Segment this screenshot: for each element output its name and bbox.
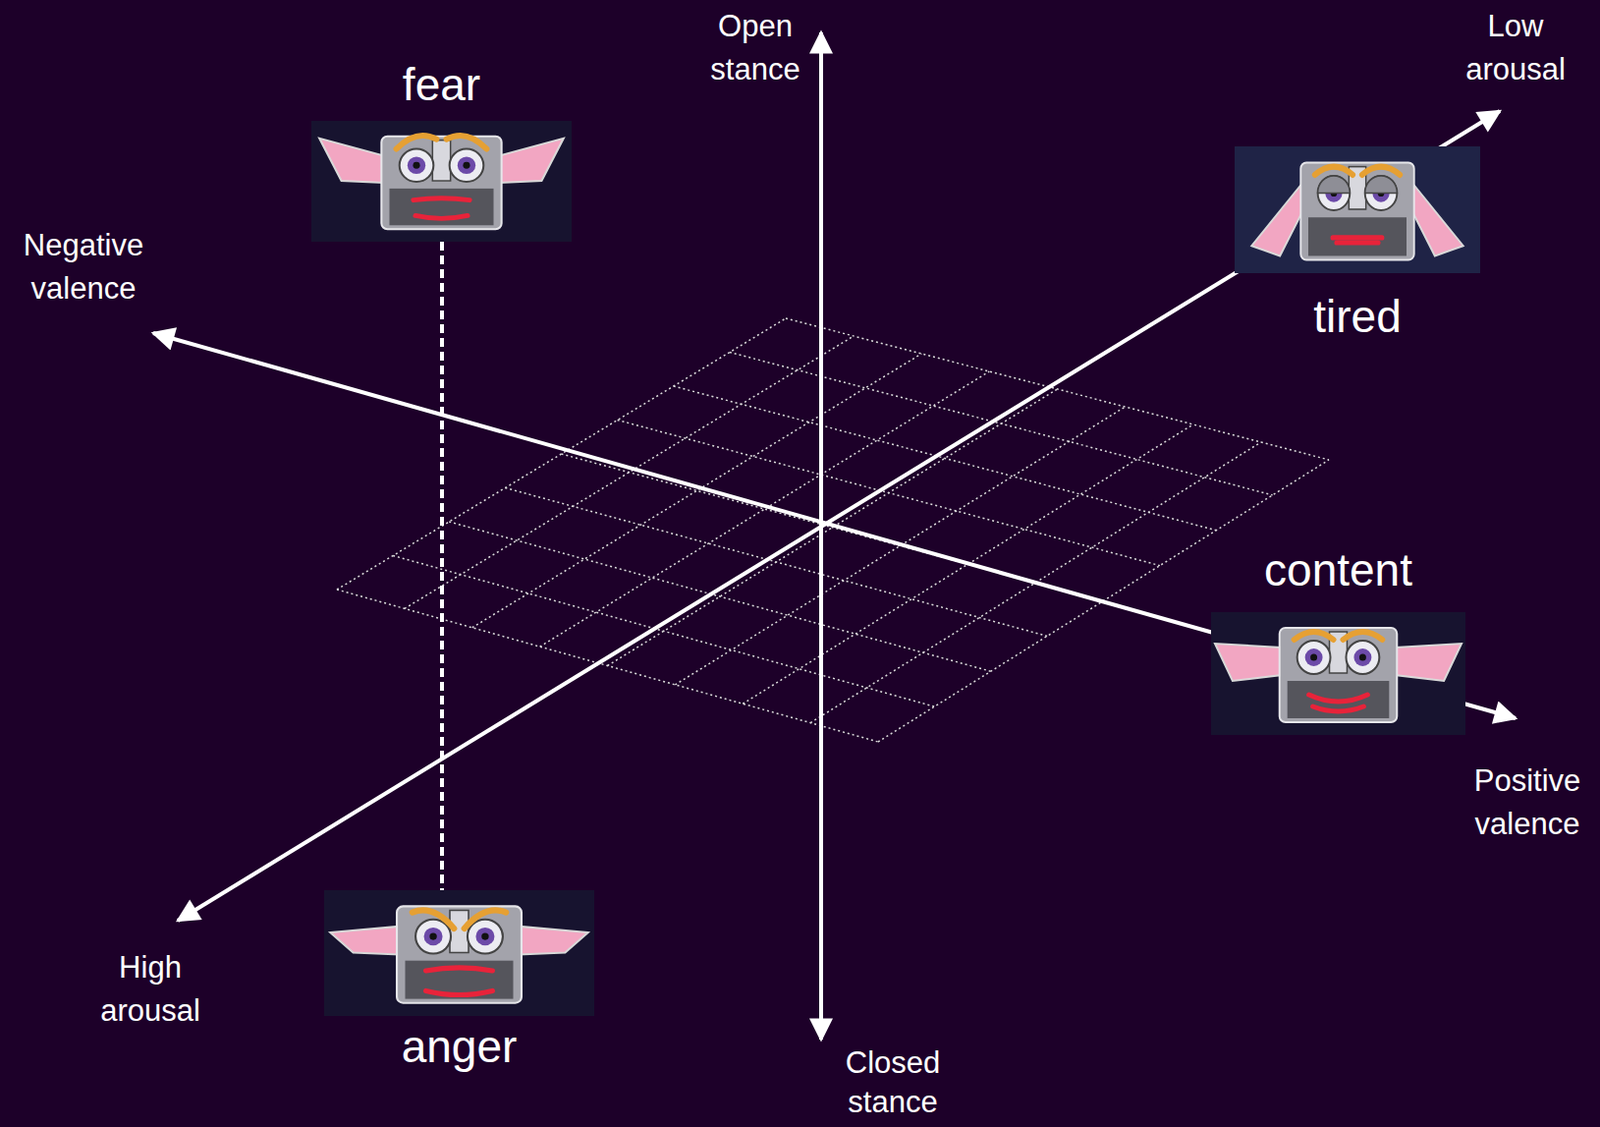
emotion-node: anger bbox=[324, 889, 595, 1072]
robot-ear bbox=[1412, 182, 1464, 256]
robot-iris bbox=[407, 156, 426, 174]
robot-head bbox=[1300, 163, 1414, 261]
robot-eyebrow bbox=[1342, 631, 1382, 640]
robot-eyebrow bbox=[446, 135, 488, 150]
robot-pupil bbox=[1359, 654, 1367, 662]
robot-iris bbox=[1305, 648, 1324, 666]
robot-ear bbox=[319, 138, 384, 183]
robot-ear bbox=[1214, 643, 1282, 681]
emotion-label: content bbox=[1264, 544, 1413, 596]
arousal-axis bbox=[177, 110, 1500, 921]
robot-nose bbox=[449, 909, 469, 952]
photo-ground bbox=[1211, 611, 1466, 735]
axis-label: Positive valence bbox=[1474, 759, 1582, 846]
robot-ear bbox=[499, 138, 564, 183]
robot-face bbox=[324, 889, 595, 1016]
robot-jaw bbox=[389, 188, 495, 225]
robot-pupil bbox=[412, 162, 420, 169]
robot-lip bbox=[413, 198, 470, 201]
robot-head bbox=[396, 905, 522, 1002]
robot-pupil bbox=[1310, 654, 1318, 662]
robot-eyebrow bbox=[1294, 631, 1334, 640]
robot-iris bbox=[475, 927, 495, 945]
robot-nose bbox=[432, 140, 450, 181]
stance-axis bbox=[819, 32, 824, 1040]
robot-eyebrow bbox=[1315, 166, 1353, 175]
robot-lip bbox=[1336, 239, 1379, 245]
robot-eyebrow bbox=[1362, 166, 1400, 175]
robot-face bbox=[311, 120, 572, 242]
emotion-node: content bbox=[1211, 544, 1466, 735]
robot-eyelid bbox=[1365, 175, 1398, 194]
robot-jaw bbox=[1287, 680, 1390, 718]
robot-eye bbox=[449, 149, 485, 182]
axis-label: Negative valence bbox=[23, 223, 144, 311]
robot-pupil bbox=[462, 162, 470, 169]
robot-lip bbox=[1313, 706, 1365, 712]
robot-jaw bbox=[405, 960, 514, 999]
robot-eye bbox=[1365, 175, 1398, 211]
robot-eyebrow bbox=[464, 909, 506, 928]
robot-lip bbox=[426, 990, 494, 994]
robot-eye bbox=[467, 919, 503, 954]
axis-label: Closed stance bbox=[845, 1043, 941, 1122]
robot-ear bbox=[330, 926, 399, 955]
robot-pupil bbox=[429, 933, 437, 940]
axis-label: High arousal bbox=[100, 945, 201, 1033]
emotion-label: fear bbox=[402, 58, 481, 111]
robot-lip bbox=[415, 215, 468, 219]
emotion-node: fear bbox=[311, 58, 572, 242]
robot-ear bbox=[1394, 643, 1462, 681]
emotion-label: anger bbox=[401, 1020, 518, 1072]
emotion-node: tired bbox=[1234, 146, 1481, 342]
robot-lip bbox=[1309, 694, 1369, 702]
robot-eyelid bbox=[1318, 175, 1351, 194]
photo-ground bbox=[311, 120, 572, 242]
grid-line bbox=[472, 353, 923, 628]
robot-iris bbox=[1353, 648, 1372, 666]
robot-ear bbox=[1251, 182, 1303, 256]
floor-grid bbox=[336, 318, 1329, 742]
axis-label: Low arousal bbox=[1465, 4, 1566, 92]
robot-lip bbox=[1332, 234, 1382, 240]
dashed-connector bbox=[440, 241, 444, 890]
robot-lip bbox=[426, 967, 494, 971]
robot-eye bbox=[1345, 640, 1380, 674]
robot-eyebrow bbox=[412, 909, 454, 928]
robot-iris bbox=[424, 927, 443, 945]
axis-label: Open stance bbox=[710, 4, 800, 92]
emotion-label: tired bbox=[1313, 290, 1401, 342]
robot-eye bbox=[1297, 640, 1331, 674]
grid-line bbox=[448, 521, 992, 671]
robot-face bbox=[1234, 146, 1481, 274]
valence-axis bbox=[153, 332, 1516, 718]
robot-eye bbox=[399, 149, 435, 182]
photo-ground bbox=[324, 889, 595, 1016]
robot-eyebrow bbox=[396, 135, 438, 150]
robot-ear bbox=[519, 926, 589, 955]
robot-head bbox=[381, 136, 501, 229]
grid-line bbox=[785, 318, 1329, 460]
robot-pupil bbox=[481, 933, 489, 940]
photo-ground bbox=[1234, 146, 1481, 274]
grid-line bbox=[617, 420, 1160, 566]
robot-face bbox=[1211, 611, 1466, 735]
robot-eye bbox=[415, 919, 451, 954]
robot-iris bbox=[457, 156, 476, 174]
grid-line bbox=[540, 371, 991, 647]
grid-line bbox=[392, 555, 935, 708]
robot-head bbox=[1279, 627, 1398, 722]
robot-eye bbox=[1318, 175, 1351, 211]
robot-jaw bbox=[1308, 217, 1407, 256]
